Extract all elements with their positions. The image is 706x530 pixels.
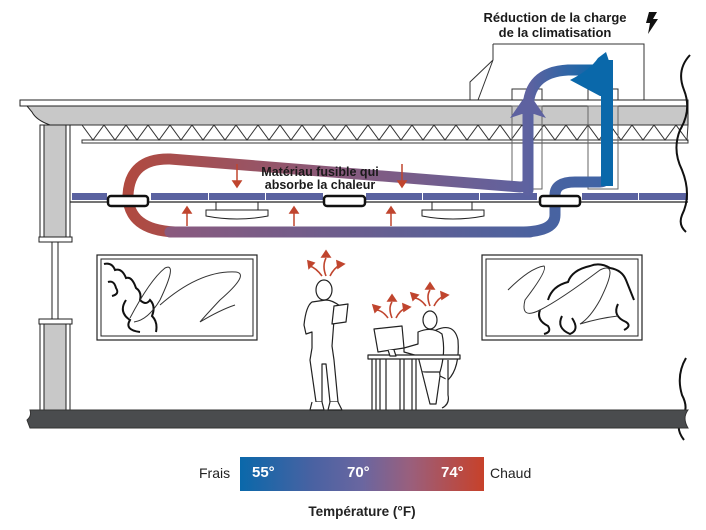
legend-cold-label: Frais [199, 465, 231, 481]
material-annotation: Matériau fusible qui absorbe la chaleur [240, 166, 400, 192]
ceiling-panel [480, 193, 537, 200]
airflow-loop [122, 64, 613, 238]
wall-map-right [481, 254, 643, 341]
heat-arrow-icon [371, 303, 389, 319]
fusible-links [106, 194, 582, 208]
material-line-1: Matériau fusible qui [261, 165, 379, 179]
light-fixture [421, 202, 485, 220]
legend-value-high: 74° [441, 464, 464, 481]
ceiling-panel [366, 193, 422, 200]
floor-slab [26, 409, 689, 429]
heat-arrow-icon [307, 259, 323, 277]
heat-arrow-icon [320, 249, 332, 277]
light-fixtures [205, 202, 485, 220]
up-arrow-icon [385, 205, 397, 226]
ceiling-panels [72, 193, 688, 200]
wall-break-line-top [675, 54, 691, 233]
legend-gradient-bar [240, 457, 484, 491]
heat-arrow-icon [329, 259, 346, 277]
desk-workstation [367, 310, 461, 410]
material-line-2: absorbe la chaleur [264, 178, 376, 192]
fusible-link [538, 194, 582, 208]
ceiling-truss [81, 124, 689, 144]
airflow-blue-up [601, 60, 613, 186]
heat-arrow-icon [395, 302, 412, 319]
down-arrow-icon [231, 164, 243, 189]
wall-map-left [96, 254, 258, 341]
ceiling-panel [72, 193, 107, 200]
lightning-bolt-icon [646, 12, 658, 34]
body-heat-arrows [307, 249, 450, 319]
ceiling-panel [423, 193, 479, 200]
down-arrow-icon [396, 164, 408, 189]
legend-value-mid: 70° [347, 464, 370, 481]
standing-person [303, 279, 349, 411]
airflow-arrowhead-up [510, 92, 546, 118]
up-arrow-icon [181, 205, 193, 226]
title-line-1: Réduction de la charge [483, 10, 627, 25]
light-fixture [205, 202, 269, 220]
legend-title: Température (°F) [308, 504, 416, 519]
wall-break-line-bottom [677, 357, 687, 441]
legend-hot-label: Chaud [490, 465, 532, 481]
title-line-2: de la climatisation [498, 25, 612, 40]
ceiling-panel [582, 193, 638, 200]
title-label: Réduction de la charge de la climatisati… [470, 10, 640, 40]
legend-value-low: 55° [252, 464, 275, 481]
heat-arrow-icon [433, 290, 450, 307]
ceiling-panel [639, 193, 688, 200]
ceiling-panel [266, 193, 323, 200]
up-arrow-icon [288, 205, 300, 226]
left-column [38, 124, 73, 411]
heat-arrow-icon [386, 293, 398, 319]
fusible-link [106, 194, 150, 208]
heat-arrow-icon [424, 281, 436, 307]
heat-absorption-arrows [181, 164, 408, 226]
ceiling-panel [209, 193, 265, 200]
heat-arrow-icon [409, 291, 427, 307]
fusible-link [322, 194, 367, 208]
ceiling-panel [151, 193, 208, 200]
